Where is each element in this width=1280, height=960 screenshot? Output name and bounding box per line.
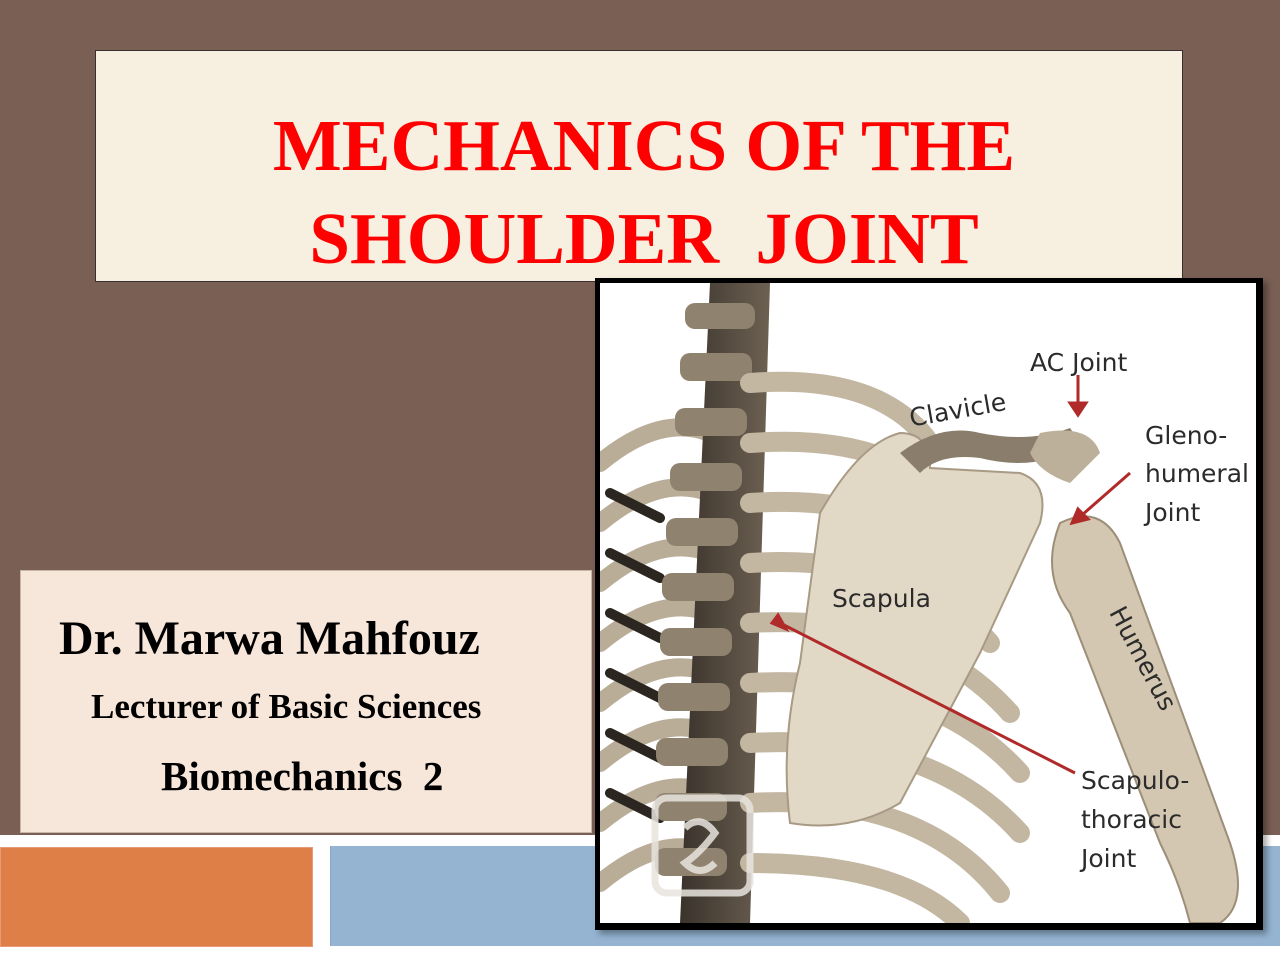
course-name: Biomechanics 2 (161, 753, 444, 799)
label-arrows (769, 375, 1131, 775)
label-scapulothoracic-3: Joint (1081, 844, 1137, 873)
title-box: MECHANICS OF THE SHOULDER JOINT (95, 50, 1183, 282)
label-scapulothoracic-2: thoracic (1081, 805, 1182, 834)
label-gleno-1: Gleno- (1145, 421, 1228, 450)
humerus-bone (1051, 515, 1239, 923)
decorative-orange-bar (0, 847, 313, 947)
author-info-box: Dr. Marwa Mahfouz Lecturer of Basic Scie… (20, 570, 592, 833)
author-role: Lecturer of Basic Sciences (91, 687, 482, 726)
label-ac-joint: AC Joint (1030, 348, 1128, 377)
shoulder-figure-frame: AC Joint Clavicle Gleno- humeral Joint S… (595, 278, 1263, 930)
author-name: Dr. Marwa Mahfouz (59, 612, 480, 665)
label-scapulothoracic-1: Scapulo- (1081, 766, 1190, 795)
scapula-bone (785, 431, 1044, 827)
title-line-1: MECHANICS OF THE (272, 105, 1016, 186)
clavicle-bone (900, 428, 1080, 473)
title-line-2: SHOULDER JOINT (309, 198, 979, 279)
label-scapula: Scapula (832, 584, 931, 613)
label-gleno-3: Joint (1145, 498, 1201, 527)
slide-title: MECHANICS OF THE SHOULDER JOINT (96, 99, 1182, 285)
label-gleno-2: humeral (1145, 459, 1249, 488)
shoulder-figure: AC Joint Clavicle Gleno- humeral Joint S… (600, 283, 1256, 923)
logo-watermark-icon (651, 794, 754, 897)
skeleton-illustration (600, 283, 1239, 923)
